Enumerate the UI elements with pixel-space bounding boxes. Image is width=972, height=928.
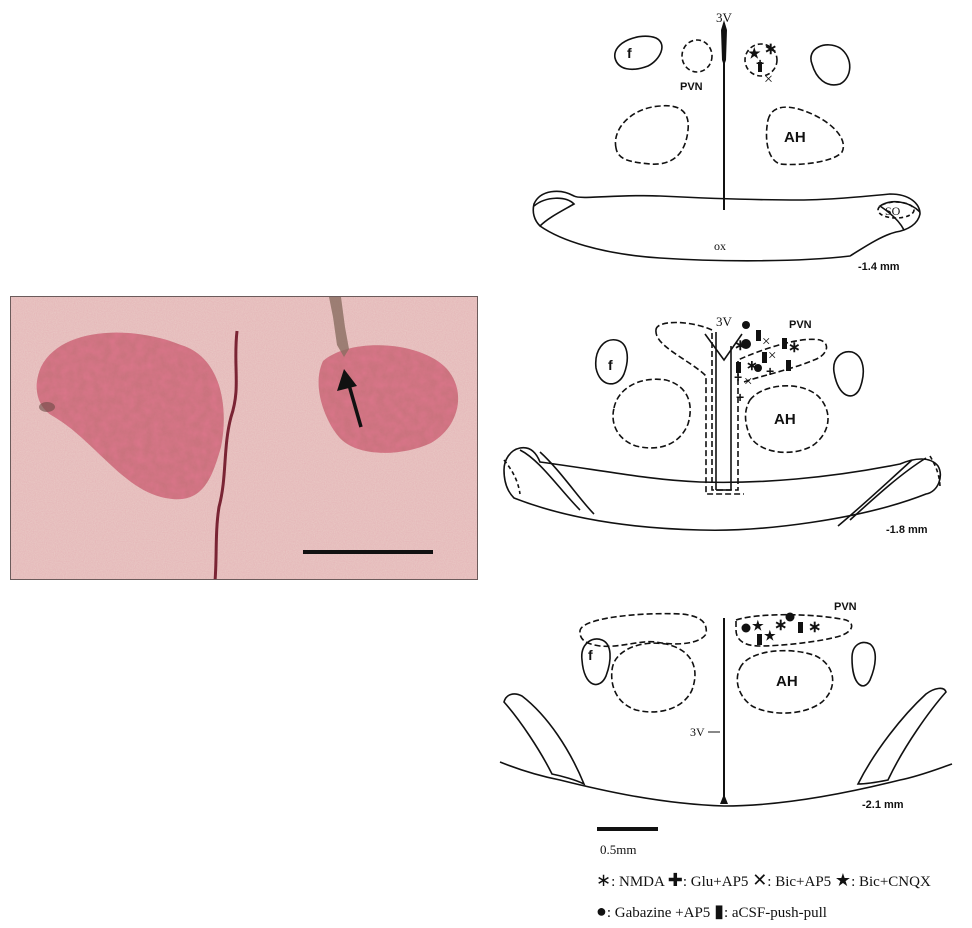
section-3	[500, 614, 952, 806]
depth-2: -1.8 mm	[886, 524, 928, 536]
marker-push-pull	[758, 62, 762, 72]
base-2-left-tract	[520, 450, 580, 510]
label-f-2: f	[608, 357, 613, 373]
optic-chiasm	[533, 191, 920, 260]
label-pvn-3: PVN	[834, 601, 857, 613]
legend-bic-cnqx: Bic+CNQX	[859, 874, 931, 890]
label-3v-1: 3V	[716, 10, 733, 25]
legend-gabazine-ap5: Gabazine +AP5	[615, 905, 711, 921]
legend-row-2: ●: Gabazine +AP5 ▮: aCSF-push-pull	[596, 897, 972, 928]
base-3-left-tract	[504, 694, 584, 784]
base-2-right-tract-b	[838, 460, 912, 526]
label-ah-1: AH	[784, 129, 806, 146]
label-pvn-1: PVN	[680, 81, 703, 93]
label-ox: ox	[714, 239, 726, 253]
marker-push-pull	[782, 338, 787, 349]
section-2	[504, 323, 940, 531]
marker-asterisk: ∗	[746, 357, 758, 373]
label-so: SO	[885, 204, 901, 218]
marker-star: ★	[752, 618, 764, 633]
nmda-asterisk-icon: ∗	[596, 870, 611, 890]
pvn-left-3	[580, 614, 706, 647]
ah-left-3	[612, 643, 695, 712]
marker-dot	[742, 624, 751, 633]
ah-left-2	[613, 379, 690, 448]
marker-x: ×	[768, 348, 776, 364]
marker-asterisk: ∗	[774, 617, 787, 634]
marker-push-pull	[786, 360, 791, 371]
fornix-right-2	[834, 352, 864, 396]
section-1	[533, 20, 920, 261]
marker-asterisk: ∗	[808, 619, 821, 636]
fornix-right	[811, 45, 850, 85]
fornix-right-3	[852, 643, 875, 686]
label-pvn-2: PVN	[789, 319, 812, 331]
base-3-right-tract	[858, 688, 946, 784]
depth-1: -1.4 mm	[858, 261, 900, 273]
pvn-left-outline	[682, 40, 712, 72]
legend-row-1: ∗: NMDA ✚: Glu+AP5 ✕: Bic+AP5 ★: Bic+CNQ…	[596, 866, 972, 897]
marker-x: ×	[744, 374, 752, 390]
ventricle-tip-3	[720, 794, 728, 804]
chiasm-left-fold	[534, 198, 574, 226]
marker-push-pull	[762, 352, 767, 363]
marker-asterisk: ∗	[734, 337, 747, 354]
fornix-left	[615, 36, 662, 69]
label-3v-2: 3V	[716, 314, 733, 329]
marker-asterisk: ∗	[764, 41, 777, 58]
diagram-scale-bar	[597, 827, 658, 831]
depth-3: -2.1 mm	[862, 799, 904, 811]
section-2-markers: ∗ ∗ ∗ × × × + + +	[734, 321, 801, 405]
legend-acsf-push-pull: aCSF-push-pull	[732, 905, 827, 921]
bic-ap5-x-icon: ✕	[752, 870, 767, 890]
legend-bic-ap5: Bic+AP5	[775, 874, 831, 890]
label-ah-3: AH	[776, 673, 798, 690]
marker-cross: +	[734, 369, 742, 385]
acsf-bar-icon: ▮	[714, 901, 724, 921]
marker-push-pull	[757, 634, 762, 645]
legend-glu-ap5: Glu+AP5	[691, 874, 749, 890]
base-2-left-tract-b	[540, 452, 594, 514]
label-3v-3: 3V	[690, 725, 705, 739]
ah-left-outline	[615, 106, 688, 164]
gabazine-dot-icon: ●	[596, 901, 607, 921]
base-2-left-dash	[504, 460, 520, 494]
marker-push-pull	[798, 622, 803, 633]
marker-dot	[742, 321, 750, 329]
marker-asterisk: ∗	[788, 339, 801, 356]
label-ah-2: AH	[774, 411, 796, 428]
scale-bar-label: 0.5mm	[600, 842, 636, 857]
legend-nmda: NMDA	[619, 874, 664, 890]
marker-cross: +	[736, 389, 744, 405]
base-2-right-tract	[850, 458, 926, 520]
section-3-markers: ★ ★ ∗ ∗	[742, 613, 822, 646]
marker-cross: +	[766, 363, 774, 379]
ventricle-tip	[721, 20, 727, 66]
label-f-3: f	[588, 647, 593, 663]
section-3-labels: PVN f AH 3V -2.1 mm	[588, 601, 904, 811]
base-2	[504, 448, 940, 531]
legend: ∗: NMDA ✚: Glu+AP5 ✕: Bic+AP5 ★: Bic+CNQ…	[596, 866, 972, 928]
marker-push-pull	[756, 330, 761, 341]
marker-x: ×	[764, 71, 773, 88]
glu-ap5-cross-icon: ✚	[668, 870, 683, 890]
label-f-1: f	[627, 45, 632, 61]
bic-cnqx-star-icon: ★	[835, 870, 851, 890]
section-1-markers: ★ ∗ + ×	[748, 41, 777, 88]
